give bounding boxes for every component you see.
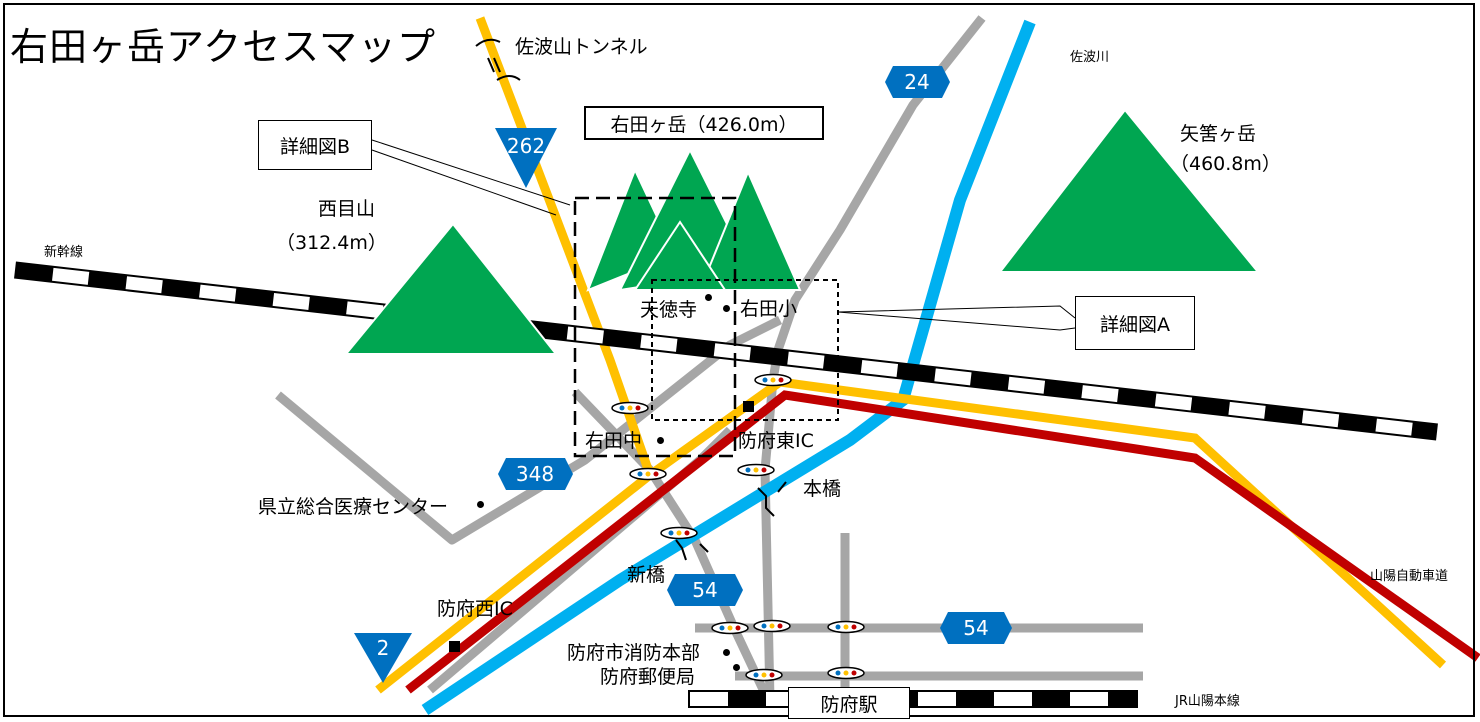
traffic-signal-icon [827, 666, 865, 680]
route-54-east-icon [940, 612, 1012, 644]
mita-junior-marker [657, 437, 664, 444]
hospital-label: 県立総合医療センター [258, 496, 449, 518]
detail-b-label: 詳細図B [258, 120, 372, 170]
mita-elementary-label: 右田小 [740, 298, 798, 320]
expressway-label: 山陽自動車道 [1370, 569, 1449, 584]
traffic-signal-icon [745, 668, 783, 682]
tunnel-label: 佐波山トンネル [515, 36, 648, 58]
road-348 [275, 315, 783, 545]
hofu-higashi-ic-icon [743, 401, 754, 412]
nishime-height-label: （312.4m） [276, 232, 387, 254]
detail-a-label: 詳細図A [1075, 296, 1195, 350]
traffic-signal-icon [611, 401, 649, 415]
mita-elementary-marker [723, 305, 730, 312]
route-shields [354, 66, 1012, 683]
map-title: 右田ヶ岳アクセスマップ [10, 25, 436, 69]
shinbashi-label: 新橋 [627, 564, 666, 586]
yakasa-height-label: （460.8m） [1170, 153, 1281, 175]
bridge-icons [675, 481, 787, 561]
tunnel-icon [475, 38, 521, 81]
hospital-marker [477, 501, 484, 508]
route-348-icon [498, 458, 573, 490]
station-label: 防府駅 [788, 687, 910, 719]
route-24-icon [885, 66, 950, 98]
saba-river [421, 19, 1036, 715]
traffic-signal-icon [629, 467, 667, 481]
hofu-nishi-ic-icon [449, 641, 460, 652]
jr-line-label: JR山陽本線 [1175, 694, 1240, 709]
post-office-label: 防府郵便局 [600, 666, 696, 688]
nishime-mountain-icon [343, 222, 559, 355]
honbashi-label: 本橋 [803, 478, 842, 500]
route-262-icon [495, 128, 557, 188]
jr-sanyo-line [688, 690, 1138, 708]
route-54-icon [667, 574, 743, 606]
fire-hq-marker [723, 649, 730, 656]
tunnel-marks [487, 57, 501, 73]
route-2-line [375, 377, 1447, 694]
route-2-label: 2 [376, 636, 390, 660]
route-54-east-label: 54 [963, 616, 989, 640]
shinkansen-label: 新幹線 [44, 245, 84, 260]
traffic-signals [611, 373, 865, 682]
detail-b-area [573, 196, 737, 458]
river-label: 佐波川 [1070, 50, 1110, 65]
nishime-name-label: 西目山 [318, 198, 376, 220]
mountains [343, 108, 1261, 355]
route-262-label: 262 [506, 134, 546, 158]
tentokuji-marker [705, 294, 712, 301]
route-54-label: 54 [692, 578, 718, 602]
yakasa-mountain-icon [997, 108, 1261, 273]
callout-lines [371, 139, 1076, 331]
fire-hq-label: 防府市消防本部 [567, 642, 701, 664]
hofu-nishi-ic-label: 防府西IC [437, 598, 513, 620]
mountain-icon [633, 220, 727, 291]
traffic-signal-icon [711, 621, 749, 635]
road-center [760, 379, 778, 701]
traffic-signal-icon [753, 619, 791, 633]
main-mountain-label: 右田ヶ岳（426.0m） [584, 106, 824, 140]
mita-junior-label: 右田中 [585, 430, 643, 452]
detail-a-area [651, 279, 839, 421]
honbashi-bridge-icon [757, 487, 775, 517]
route-348-label: 348 [515, 462, 555, 486]
traffic-signal-icon [660, 526, 698, 540]
route-2-icon [354, 633, 412, 683]
traffic-signal-icon [754, 373, 792, 387]
yakasa-name-label: 矢筈ヶ岳 [1180, 123, 1257, 145]
post-office-marker [733, 664, 740, 671]
hofu-higashi-ic-label: 防府東IC [738, 430, 814, 452]
mountain-icon [698, 169, 802, 291]
route-262-line [475, 16, 655, 477]
tentokuji-label: 天徳寺 [640, 299, 698, 321]
route-24-label: 24 [904, 70, 930, 94]
traffic-signal-icon [737, 463, 775, 477]
traffic-signal-icon [827, 620, 865, 634]
sanyo-expressway [405, 390, 1480, 694]
shinkansen-line [14, 261, 1438, 441]
